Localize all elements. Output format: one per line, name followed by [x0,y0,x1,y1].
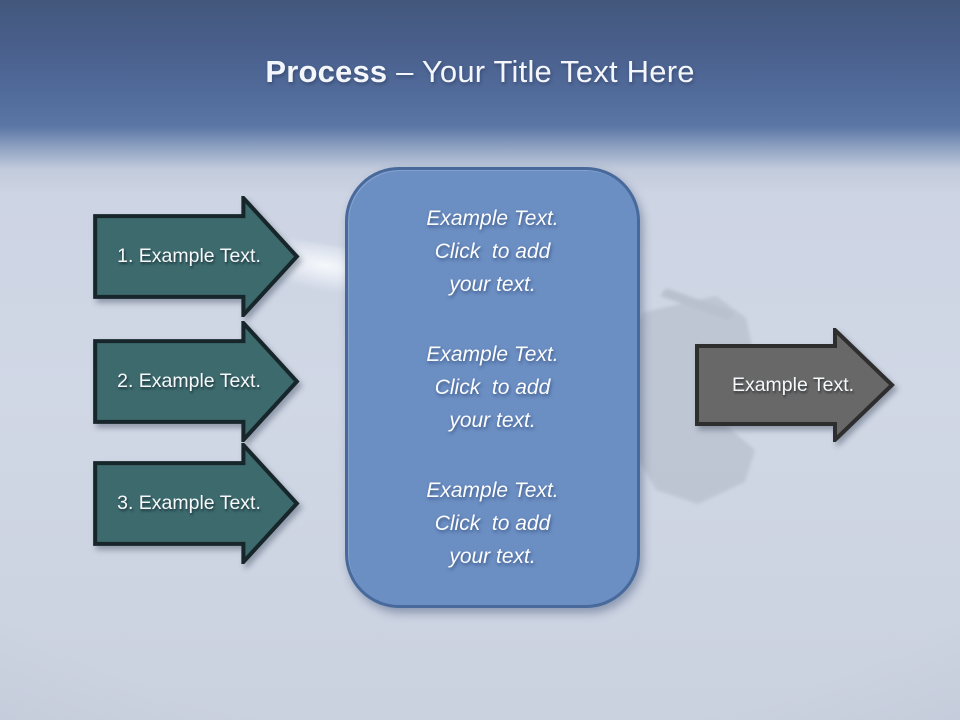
arrow-right-shape [93,196,300,317]
output-arrow-shape [695,328,895,442]
arrow-right-shape [93,321,300,442]
placeholder-line: Click to add [434,512,551,535]
placeholder-line: Click to add [434,376,551,399]
text-placeholder-3[interactable]: Example Text. Click to add your text. [366,474,619,573]
output-arrow[interactable]: Example Text. [695,328,895,442]
jet-wing-edge-shape [660,288,734,320]
title-emphasis: Process [265,54,388,89]
text-placeholder-2[interactable]: Example Text. Click to add your text. [366,338,619,437]
page-title[interactable]: Process – Your Title Text Here [0,54,960,90]
step-arrow-3-label: 3. Example Text. [117,492,261,514]
step-arrow-3[interactable]: 3. Example Text. [93,443,300,564]
placeholder-line: your text. [449,545,536,568]
placeholder-line: Example Text. [426,479,559,502]
text-placeholder-1[interactable]: Example Text. Click to add your text. [366,202,619,301]
title-text: – Your Title Text Here [387,54,695,89]
placeholder-line: Click to add [434,240,551,263]
step-arrow-2[interactable]: 2. Example Text. [93,321,300,442]
step-arrow-2-shape [93,321,300,442]
step-arrow-1[interactable]: 1. Example Text. [93,196,300,317]
output-arrow-label: Example Text. [731,373,855,396]
placeholder-line: your text. [449,273,536,296]
step-arrow-3-shape [93,443,300,564]
process-text-box[interactable]: Example Text. Click to add your text. Ex… [345,167,640,608]
placeholder-line: your text. [449,409,536,432]
placeholder-line: Example Text. [426,343,559,366]
placeholder-line: Example Text. [426,207,559,230]
arrow-right-shape [695,328,895,442]
arrow-right-shape [93,443,300,564]
step-arrow-1-shape [93,196,300,317]
step-arrow-1-label: 1. Example Text. [117,245,261,267]
step-arrow-2-label: 2. Example Text. [117,370,261,392]
